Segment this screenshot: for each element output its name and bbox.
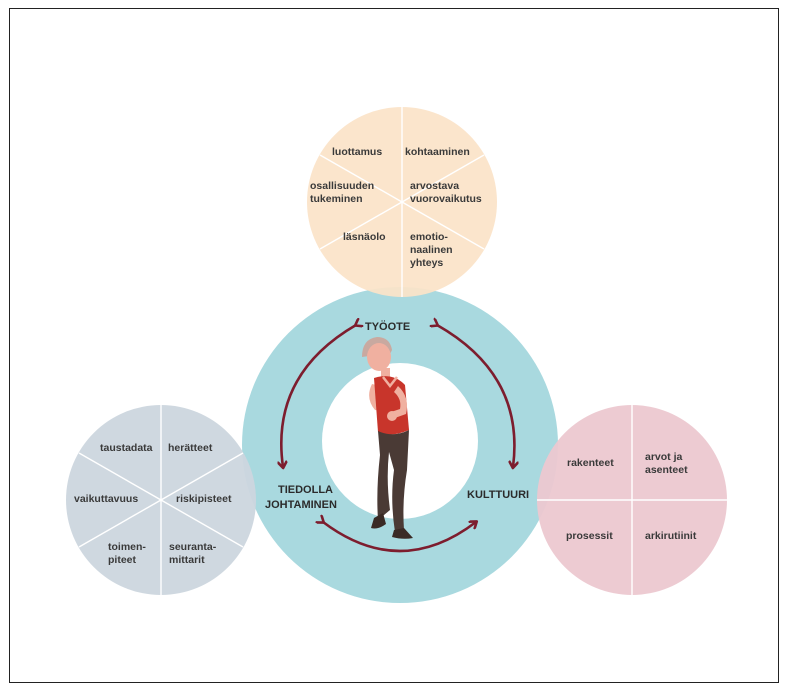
left-item-label: herätteet	[168, 442, 213, 454]
left-circle-labels: taustadata herätteet vaikuttavuus riskip…	[74, 442, 232, 566]
right-circle	[537, 405, 727, 595]
top-circle-labels: luottamus kohtaaminen osallisuuden tukem…	[310, 146, 482, 269]
top-item-label: arvostava vuorovaikutus	[410, 180, 482, 205]
right-circle-labels: rakenteet arvot ja asenteet prosessit ar…	[566, 451, 697, 542]
right-item-label: prosessit	[566, 530, 613, 542]
arrow-top-to-right	[437, 325, 514, 467]
top-item-label: emotio- naalinen yhteys	[410, 231, 456, 269]
label-tiedolla: TIEDOLLA	[278, 484, 333, 496]
left-item-label: seuranta- mittarit	[169, 541, 219, 566]
left-circle	[66, 405, 256, 595]
label-johtaminen: JOHTAMINEN	[265, 499, 337, 511]
left-item-label: toimen- piteet	[108, 541, 149, 566]
person-figure-icon	[362, 337, 413, 539]
label-kulttuuri: KULTTUURI	[467, 489, 529, 501]
arrow-left-to-right	[323, 522, 476, 553]
arrow-top-to-left	[281, 325, 356, 467]
top-item-label: läsnäolo	[343, 231, 386, 243]
top-item-label: kohtaaminen	[405, 146, 470, 158]
left-item-label: riskipisteet	[176, 493, 232, 505]
right-item-label: arvot ja asenteet	[645, 451, 688, 476]
label-tyoote: TYÖOTE	[365, 320, 410, 333]
top-circle	[307, 107, 497, 297]
top-item-label: luottamus	[332, 146, 382, 158]
left-item-label: taustadata	[100, 442, 153, 454]
right-item-label: rakenteet	[567, 457, 614, 469]
left-item-label: vaikuttavuus	[74, 493, 138, 505]
cycle-arrows	[281, 325, 514, 553]
right-item-label: arkirutiinit	[645, 530, 697, 542]
top-item-label: osallisuuden tukeminen	[310, 180, 377, 205]
